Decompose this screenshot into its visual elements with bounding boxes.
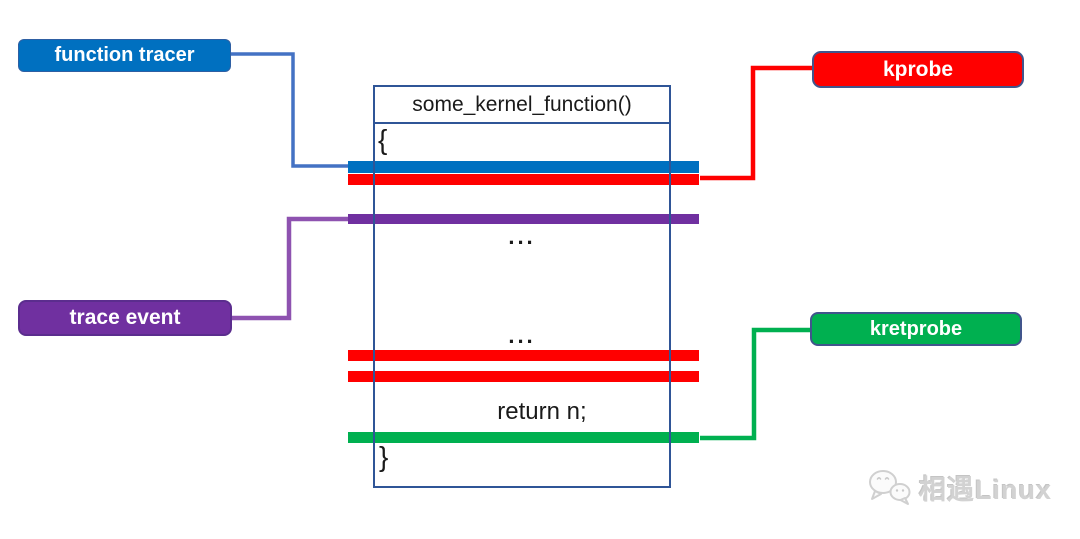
watermark-text: 相遇Linux	[919, 474, 1052, 505]
trace-event-connector	[232, 216, 350, 321]
function-title: some_kernel_function()	[375, 87, 669, 124]
kretprobe-connector	[700, 327, 810, 441]
function-tracer-label: function tracer	[18, 39, 231, 72]
kprobe-label: kprobe	[812, 51, 1024, 88]
kretprobe-label: kretprobe	[810, 312, 1022, 346]
return-statement: return n;	[497, 398, 587, 425]
trace-event-label: trace event	[18, 300, 232, 336]
function-tracer-connector	[231, 52, 350, 168]
close-brace: }	[379, 441, 389, 472]
wechat-icon	[869, 470, 911, 505]
watermark: 相遇Linux	[866, 466, 1052, 508]
kprobe-entry-bar	[348, 174, 699, 185]
ellipsis-bottom: ...	[508, 323, 536, 348]
trace-event-bar	[348, 214, 699, 224]
open-brace: {	[378, 124, 388, 155]
kretprobe-return-bar	[348, 432, 699, 443]
kprobe-mid-bar-2	[348, 371, 699, 382]
ellipsis-top: ...	[508, 224, 536, 249]
function-tracer-entry-bar	[348, 161, 699, 173]
kernel-function-box: some_kernel_function()	[373, 85, 671, 488]
kprobe-connector	[700, 65, 812, 181]
kprobe-mid-bar-1	[348, 350, 699, 361]
